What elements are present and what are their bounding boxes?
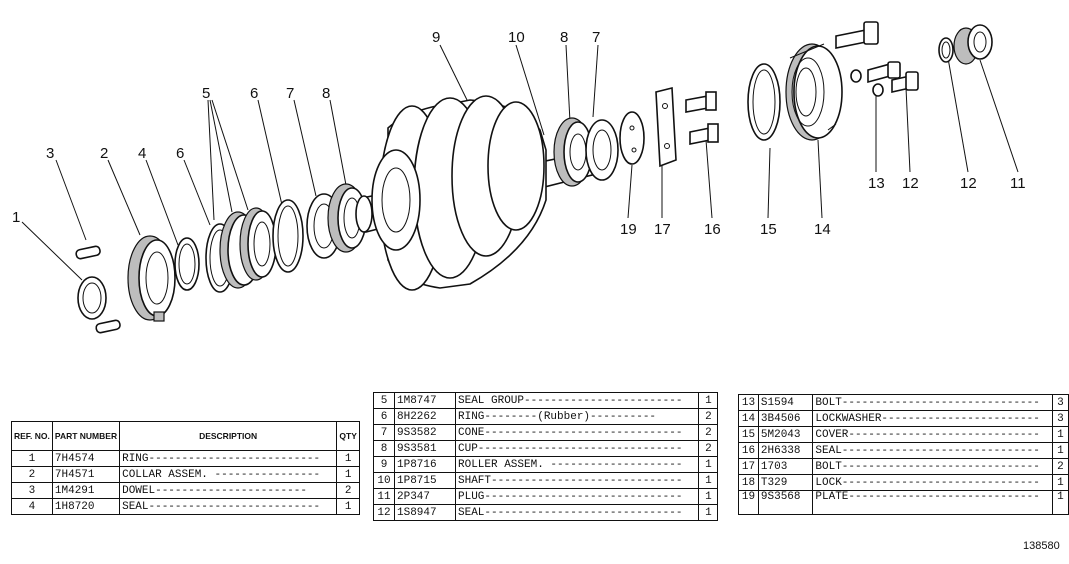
callout-10: 10: [508, 29, 525, 46]
callout-8a: 8: [322, 85, 330, 102]
part-7-8-bearing-right: [553, 117, 619, 187]
table-header-row: REF. NO. PART NUMBER DESCRIPTION QTY: [11, 421, 361, 451]
callout-16: 15: [760, 221, 777, 238]
callout-14: 13: [868, 175, 885, 192]
part-3-dowels: [75, 245, 121, 334]
part-17-bolts: [685, 91, 719, 145]
callout-1: 1: [12, 209, 20, 226]
part-16-seal: [747, 63, 781, 141]
part-15-cover: [785, 43, 843, 141]
callout-8b: 8: [560, 29, 568, 46]
part-1-ring: [77, 276, 107, 320]
part-13-bolts: [835, 21, 919, 93]
callout-9: 9: [432, 29, 440, 46]
callout-12: 12: [960, 175, 977, 192]
header-desc: DESCRIPTION: [119, 421, 338, 451]
part-5-6-seal-group: [205, 199, 304, 293]
callout-4: 4: [138, 145, 146, 162]
part-12-seal: [938, 37, 954, 63]
callout-18: 17: [654, 221, 671, 238]
header-part: PART NUMBER: [51, 421, 121, 451]
part-14-lockwashers: [850, 69, 884, 97]
drawing-number: 138580: [1023, 540, 1060, 552]
part-4-seal: [174, 237, 200, 291]
part-19-plate: [619, 111, 645, 165]
callout-labels: 1 3 2 4 6 5 6 7 8 9 10 8 7 19 17 16 15 1…: [12, 29, 1026, 238]
callout-17: 16: [704, 221, 721, 238]
leader-lines: [21, 44, 1019, 281]
callout-13: 12: [902, 175, 919, 192]
callout-11: 11: [1010, 175, 1026, 192]
callout-15: 14: [814, 221, 831, 238]
callout-7a: 7: [286, 85, 294, 102]
part-11-plug: [953, 24, 993, 65]
callout-6b: 6: [250, 85, 258, 102]
callout-3: 3: [46, 145, 54, 162]
callout-7b: 7: [592, 29, 600, 46]
callout-5: 5: [202, 85, 210, 102]
header-ref: REF. NO.: [11, 421, 53, 451]
part-9-roller: [371, 95, 547, 291]
callout-2: 2: [100, 145, 108, 162]
callout-6a: 6: [176, 145, 184, 162]
part-2-collar: [127, 235, 176, 322]
header-qty: QTY: [336, 421, 361, 451]
part-18-lock: [655, 86, 677, 168]
callout-19: 19: [620, 221, 637, 238]
